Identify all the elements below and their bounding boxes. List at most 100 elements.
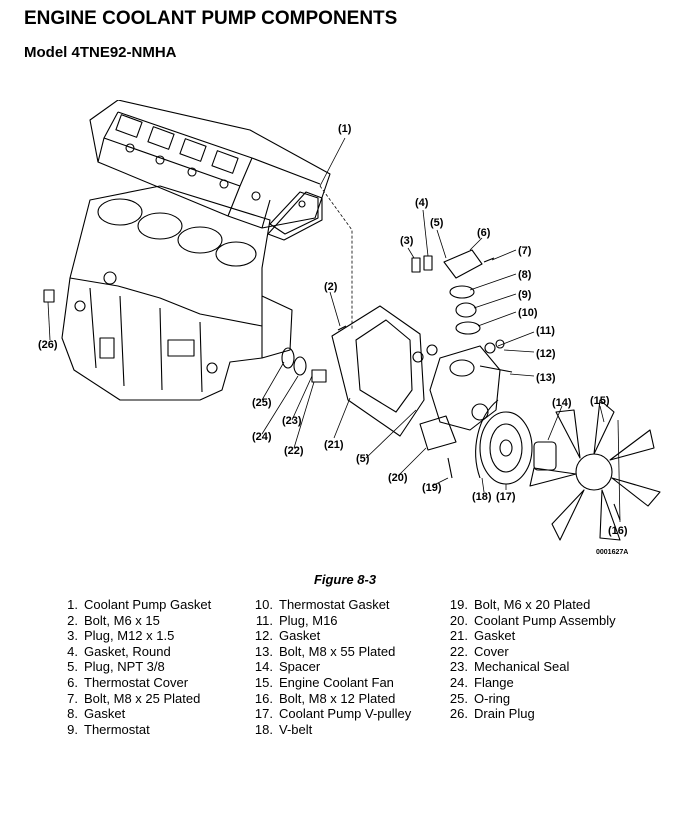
- callout-6: (6): [477, 227, 491, 239]
- legend-item-number: 4.: [67, 643, 78, 659]
- legend-item: 24. Flange: [442, 675, 637, 691]
- legend-item-text: Gasket: [279, 628, 321, 644]
- legend-item-text: Cover: [474, 643, 509, 659]
- legend-item: 3. Plug, M12 x 1.5: [52, 628, 247, 644]
- callout-26: (26): [38, 339, 58, 351]
- legend-item-number: 10.: [254, 597, 273, 612]
- legend-item-text: Engine Coolant Fan: [279, 674, 394, 690]
- legend-item-text: Bolt, M8 x 12 Plated: [279, 690, 396, 706]
- legend-item: 17.Coolant Pump V-pulley: [247, 706, 442, 722]
- legend-item: 10. Thermostat Gasket: [247, 597, 442, 613]
- legend-item-number: 15.: [254, 674, 273, 690]
- legend-item-text: Thermostat Gasket: [279, 597, 390, 612]
- legend-item-number: 24.: [449, 674, 468, 690]
- legend-item-number: 2.: [67, 612, 78, 628]
- legend-item-number: 16.: [254, 690, 273, 706]
- plug-3-drawing: [411, 257, 421, 273]
- bolt-13-drawing: [479, 365, 513, 373]
- callout-24: (24): [252, 431, 272, 443]
- legend-item-text: Bolt, M6 x 15: [84, 612, 160, 628]
- legend-item: 20. Coolant Pump Assembly: [442, 613, 637, 629]
- legend-item-text: Spacer: [279, 659, 321, 675]
- legend-item-text: Plug, M16: [279, 612, 338, 628]
- legend-item-text: Gasket, Round: [84, 643, 171, 659]
- legend-item-text: Drain Plug: [474, 706, 535, 722]
- legend-item-number: 3.: [67, 628, 78, 644]
- legend-item: 15. Engine Coolant Fan: [247, 675, 442, 691]
- legend-item: 21.Gasket: [442, 628, 637, 644]
- coolant-pump-gasket-drawing: [267, 191, 323, 241]
- legend-item-text: Coolant Pump Assembly: [474, 612, 616, 628]
- figure-caption: Figure 8-3: [313, 572, 377, 587]
- callout-3: (3): [400, 235, 414, 247]
- legend-item-text: Thermostat Cover: [84, 674, 189, 690]
- legend-item-number: 23.: [449, 659, 468, 675]
- legend-item: 2. Bolt, M6 x 15: [52, 613, 247, 629]
- mechanical-seal-drawing: [311, 369, 327, 383]
- legend-column-3: 19. Bolt, M6 x 20 Plated 20. Coolant Pump …: [442, 597, 637, 737]
- legend-item-number: 26.: [449, 706, 468, 722]
- callout-10: (10): [518, 307, 538, 319]
- callout-18: (18): [472, 491, 492, 503]
- callout-17: (17): [496, 491, 516, 503]
- callout-12: (12): [536, 348, 556, 360]
- legend-item-number: 25.: [449, 690, 468, 706]
- legend-item: 11. Plug, M16: [247, 613, 442, 629]
- callout-25: (25): [252, 397, 272, 409]
- callout-23: (23): [282, 415, 302, 427]
- legend-item-number: 6.: [67, 674, 78, 690]
- bolt-7-drawing: [483, 257, 495, 263]
- legend-item-text: Gasket: [84, 706, 126, 722]
- callout-1: (1): [338, 123, 352, 135]
- callout-21: (21): [324, 439, 344, 451]
- legend-item-number: 22.: [449, 643, 468, 659]
- legend-item-text: Plug, M12 x 1.5: [84, 628, 175, 644]
- v-pulley-drawing: [475, 399, 533, 485]
- legend-item: 23.Mechanical Seal: [442, 659, 637, 675]
- legend-item-text: V-belt: [279, 721, 313, 737]
- bolt-19-drawing: [447, 457, 453, 479]
- flange-drawing: [293, 356, 307, 376]
- o-ring-drawing: [281, 347, 295, 369]
- callout-5: (5): [430, 217, 444, 229]
- cylinder-block-drawing: [61, 185, 293, 401]
- callout-labels: (1) (2) (3) (4) (5) (6) (7) (8) (9) (10)…: [38, 123, 628, 537]
- legend-item: 14. Spacer: [247, 659, 442, 675]
- legend-item-number: 11.: [255, 612, 273, 628]
- legend-item-number: 8.: [67, 706, 78, 722]
- legend-item: 18. V-belt: [247, 722, 442, 738]
- legend-item-text: Coolant Pump V-pulley: [279, 706, 412, 722]
- legend-item-number: 20.: [449, 612, 468, 628]
- legend-item-text: Flange: [474, 674, 514, 690]
- legend-item-text: Thermostat: [84, 721, 150, 737]
- model-subtitle: Model 4TNE92-NMHA: [24, 44, 177, 61]
- drain-plug-drawing: [43, 289, 55, 303]
- callout-22: (22): [284, 445, 304, 457]
- legend-item-number: 21.: [449, 628, 468, 644]
- engine-coolant-fan-drawing: [529, 399, 661, 541]
- legend-item: 7.Bolt, M8 x 25 Plated: [52, 691, 247, 707]
- cover-22-drawing: [355, 319, 413, 413]
- figure-image-id: 0001627A: [596, 549, 628, 556]
- legend-item-number: 1.: [67, 597, 78, 612]
- legend-item: 25.O-ring: [442, 691, 637, 707]
- legend-item: 6. Thermostat Cover: [52, 675, 247, 691]
- legend-item-text: Bolt, M8 x 55 Plated: [279, 643, 396, 659]
- legend-item-number: 19.: [449, 597, 468, 612]
- legend-item: 4. Gasket, Round: [52, 644, 247, 660]
- callout-11: (11): [536, 325, 555, 337]
- legend-item-text: Coolant Pump Gasket: [84, 597, 212, 612]
- legend-item: 26. Drain Plug: [442, 706, 637, 722]
- legend-item-number: 14.: [254, 659, 273, 675]
- legend-item: 8. Gasket: [52, 706, 247, 722]
- bolt-16-drawing: [613, 503, 621, 521]
- gasket-21-drawing: [331, 305, 425, 437]
- legend-item-number: 18.: [254, 721, 273, 737]
- callout-9: (9): [518, 289, 532, 301]
- coolant-pump-assembly-drawing: [412, 249, 505, 451]
- callout-13: (13): [536, 372, 556, 384]
- legend-item-text: Plug, NPT 3/8: [84, 659, 165, 675]
- legend-item-text: Bolt, M6 x 20 Plated: [474, 597, 591, 612]
- bolt-2-drawing: [337, 325, 347, 331]
- cylinder-head-drawing: [89, 100, 331, 235]
